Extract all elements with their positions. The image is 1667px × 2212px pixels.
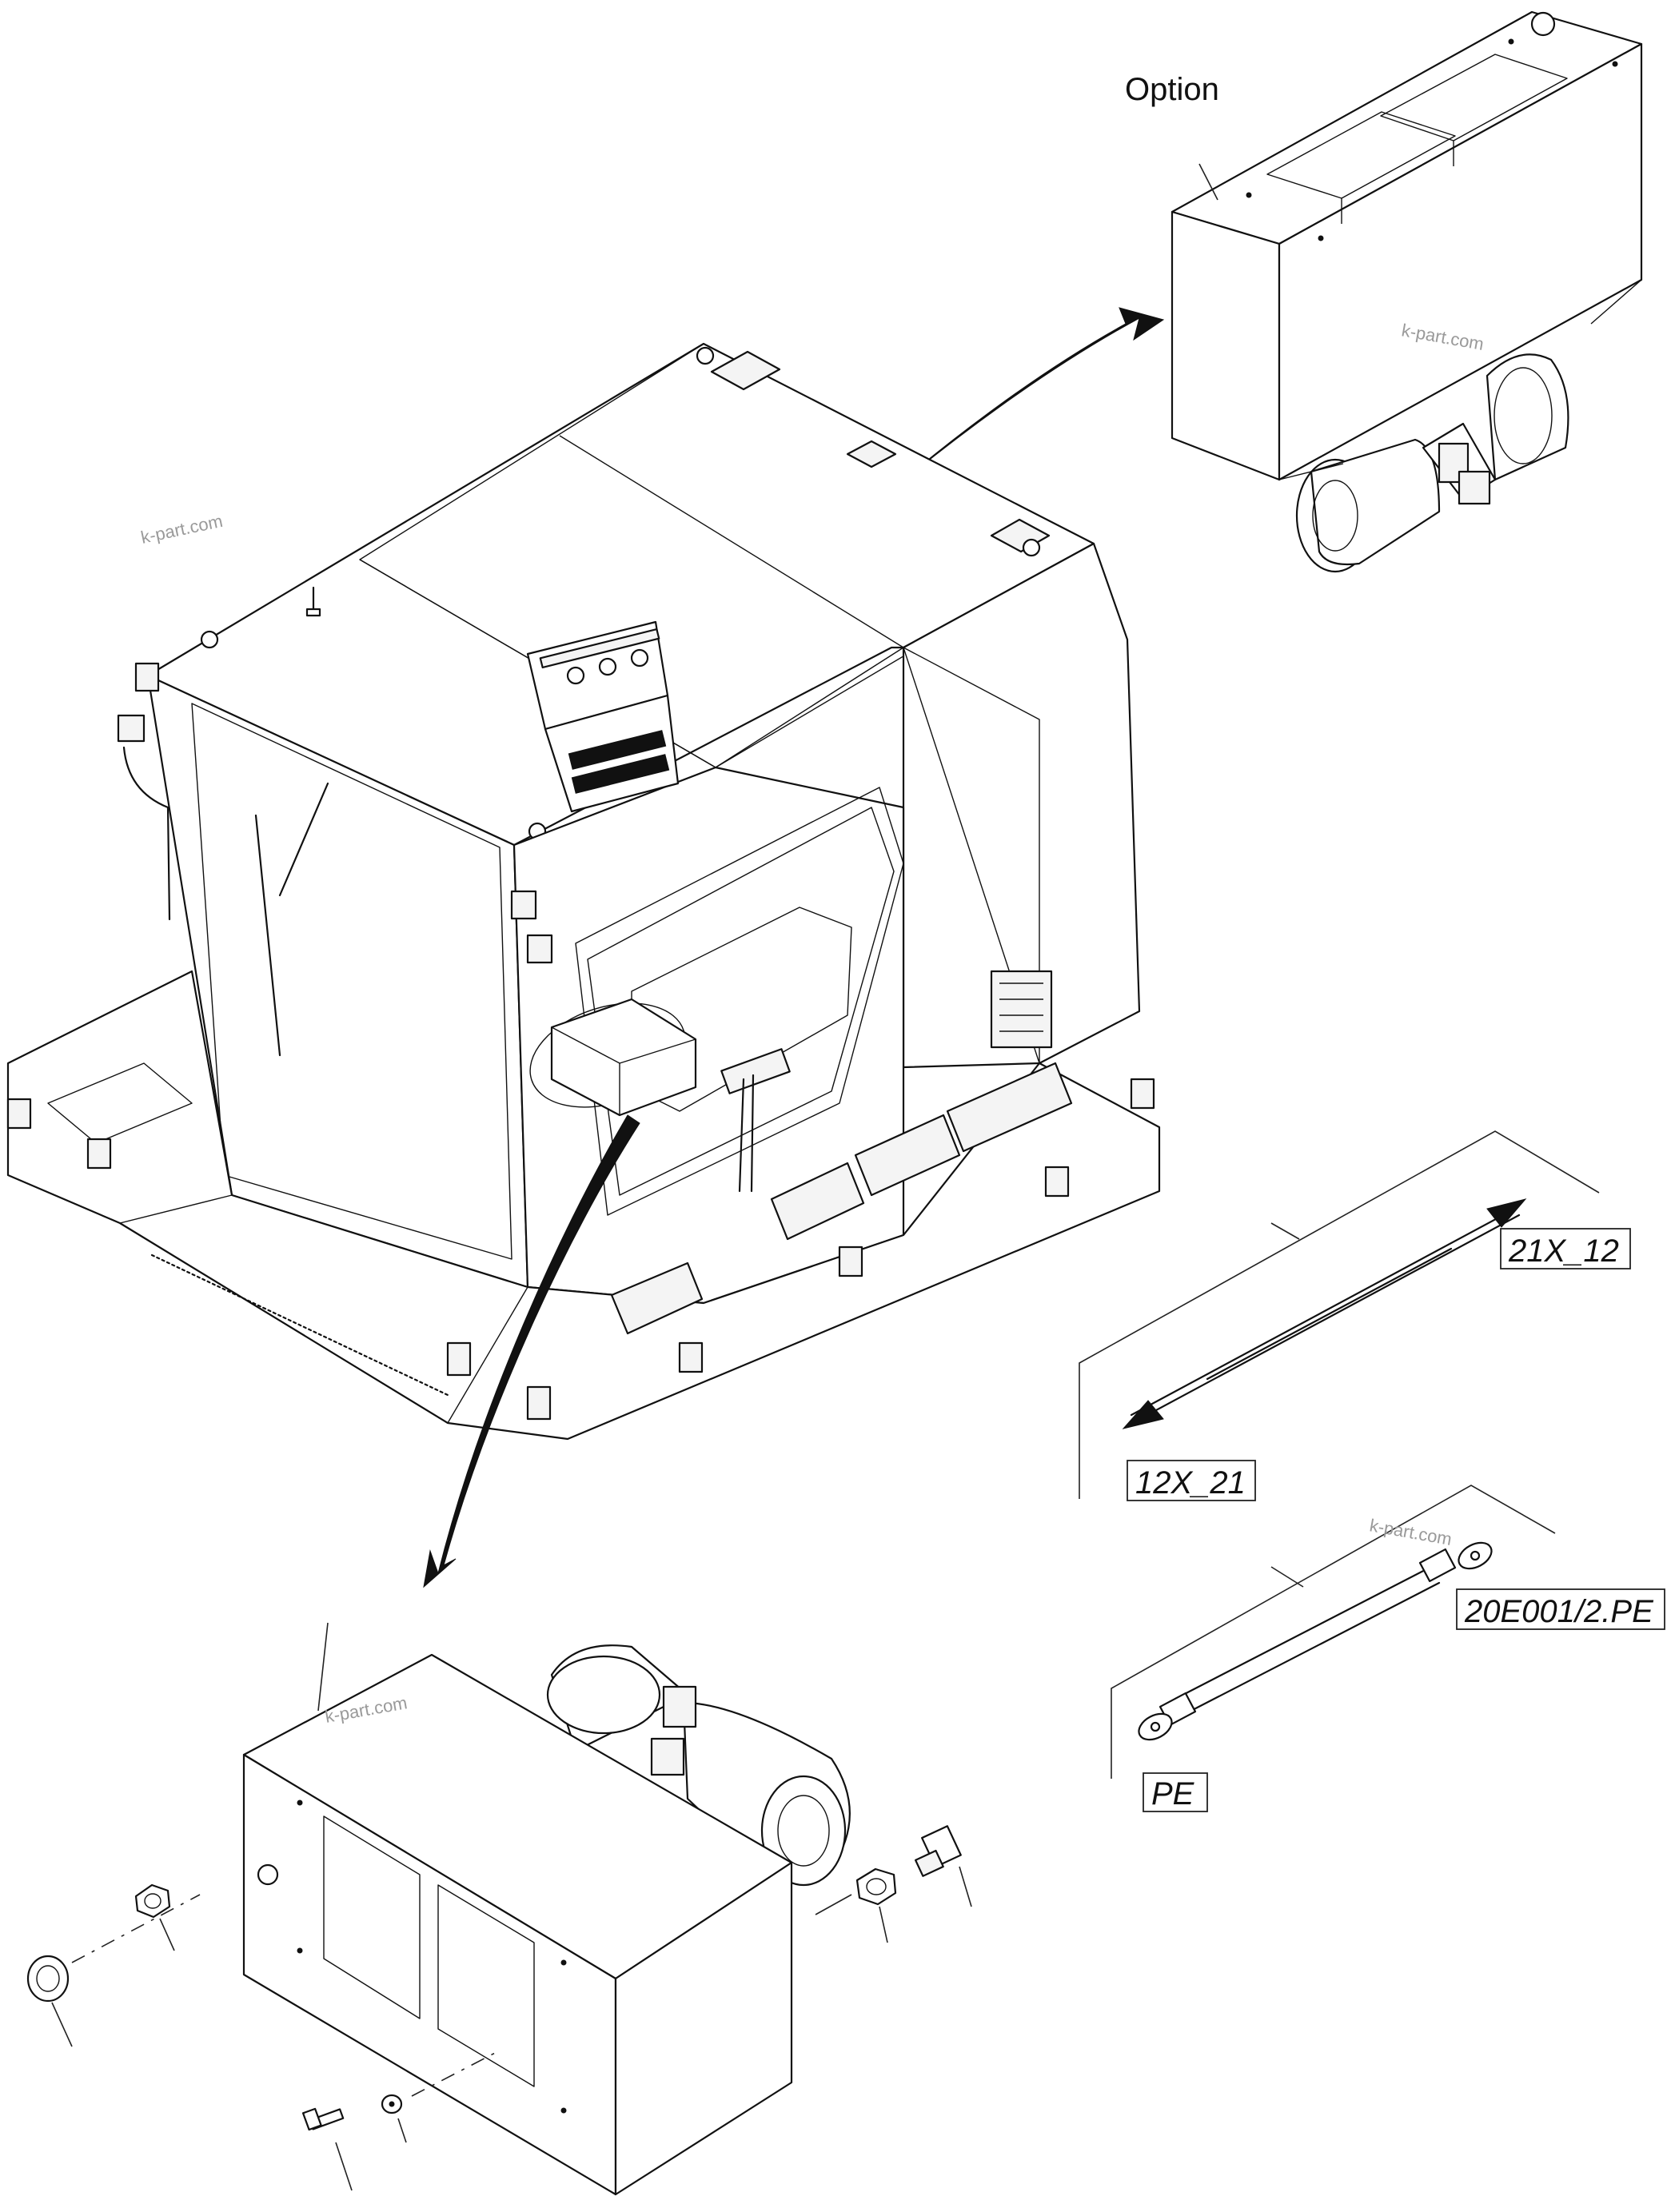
- svg-text:20E001/2.PE: 20E001/2.PE: [1464, 1594, 1654, 1629]
- label-21X_12: 21X_12: [1500, 1228, 1631, 1269]
- label-ground-ref: 20E001/2.PE: [1456, 1588, 1665, 1630]
- watermark-3: k-part.com: [1368, 1515, 1454, 1549]
- fuse-block-row: [610, 1062, 1073, 1335]
- label-12X_21: 12X_21: [1127, 1460, 1256, 1501]
- svg-text:PE: PE: [1151, 1776, 1195, 1811]
- cable-icon: [1079, 1130, 1600, 1499]
- option-label: Option: [1125, 72, 1219, 107]
- ground-strap-icon: [1111, 1485, 1556, 1779]
- base-vent: [150, 1253, 449, 1397]
- heater-unit-icon: [1170, 10, 1643, 573]
- heater-box-icon: [242, 1644, 851, 2196]
- roof-panel-icon: [526, 620, 680, 813]
- cab-icon: [6, 342, 1161, 1441]
- svg-text:12X_21: 12X_21: [1135, 1465, 1246, 1501]
- hardware-parts: [26, 1825, 972, 2191]
- svg-text:21X_12: 21X_12: [1508, 1234, 1619, 1269]
- watermark-1: k-part.com: [139, 511, 225, 548]
- label-pe: PE: [1143, 1772, 1208, 1812]
